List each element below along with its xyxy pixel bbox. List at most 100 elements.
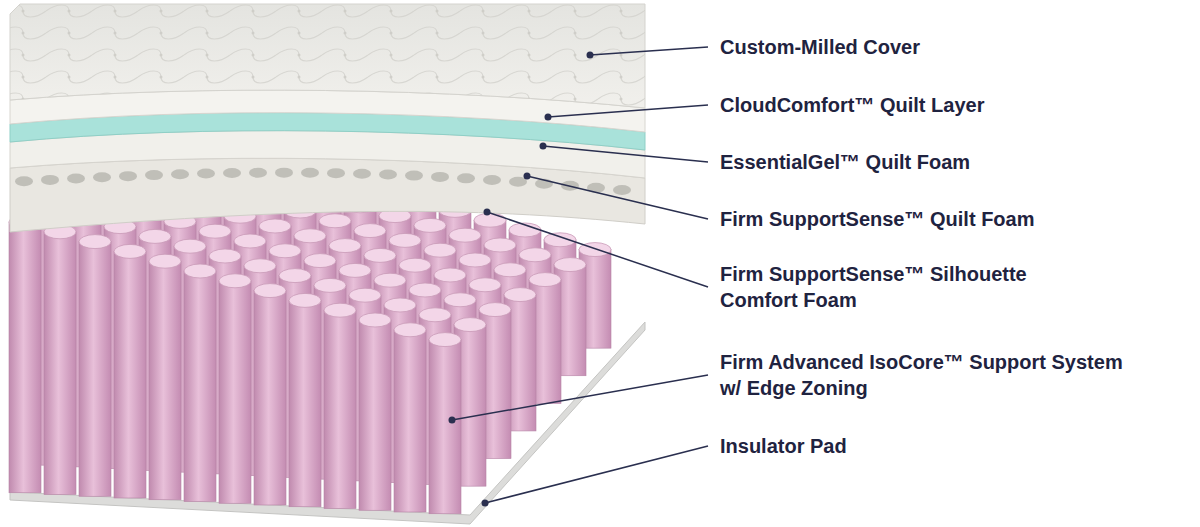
coil-top bbox=[244, 259, 276, 273]
foam-hollow bbox=[483, 175, 501, 185]
coil-body bbox=[219, 281, 251, 503]
coil-top bbox=[149, 254, 181, 268]
coil-top bbox=[449, 228, 481, 242]
cover-layer bbox=[10, 4, 645, 108]
coil-top bbox=[474, 213, 506, 227]
coil-top bbox=[409, 283, 441, 297]
foam-hollow bbox=[93, 172, 111, 182]
coil-top bbox=[234, 234, 266, 248]
part-label: CloudComfort™ Quilt Layer bbox=[720, 92, 1190, 118]
leader-dot bbox=[484, 209, 491, 216]
leader-dot bbox=[545, 114, 552, 121]
coil-spring bbox=[254, 284, 286, 505]
leader-dot bbox=[540, 143, 547, 150]
coil-top bbox=[419, 308, 451, 322]
coil-top bbox=[289, 293, 321, 307]
coil-top bbox=[139, 229, 171, 243]
coil-spring bbox=[114, 244, 146, 498]
coil-top bbox=[429, 333, 461, 347]
coil-top bbox=[414, 218, 446, 232]
coil-top bbox=[279, 269, 311, 283]
coil-top bbox=[459, 253, 491, 267]
coil-top bbox=[324, 303, 356, 317]
coil-top bbox=[529, 273, 561, 287]
coil-top bbox=[354, 224, 386, 238]
coil-body bbox=[9, 222, 41, 493]
coil-spring bbox=[359, 313, 391, 510]
leader-dot bbox=[587, 52, 594, 59]
foam-hollow bbox=[405, 171, 423, 181]
part-label: Custom-Milled Cover bbox=[720, 34, 1190, 60]
coil-body bbox=[254, 291, 286, 505]
foam-hollow bbox=[223, 168, 241, 178]
coil-body bbox=[44, 232, 76, 495]
coil-top bbox=[114, 244, 146, 258]
coil-top bbox=[364, 248, 396, 262]
coil-spring bbox=[219, 274, 251, 503]
coil-body bbox=[359, 320, 391, 510]
coil-spring bbox=[79, 235, 111, 497]
coil-top bbox=[434, 268, 466, 282]
coil-top bbox=[254, 284, 286, 298]
part-label: Firm Advanced IsoCore™ Support System w/… bbox=[720, 349, 1138, 401]
coil-top bbox=[479, 303, 511, 317]
coil-top bbox=[504, 288, 536, 302]
coil-top bbox=[329, 239, 361, 253]
coil-spring bbox=[394, 323, 426, 512]
coil-top bbox=[424, 243, 456, 257]
coil-spring bbox=[184, 264, 216, 502]
coil-top bbox=[394, 323, 426, 337]
coil-spring bbox=[324, 303, 356, 508]
foam-hollow bbox=[171, 169, 189, 179]
foam-hollow bbox=[197, 169, 215, 179]
foam-hollow bbox=[275, 168, 293, 178]
coil-spring bbox=[429, 333, 461, 514]
coil-top bbox=[209, 249, 241, 263]
leader-dots bbox=[449, 52, 594, 507]
coil-body bbox=[394, 330, 426, 512]
coil-top bbox=[314, 278, 346, 292]
coil-top bbox=[484, 238, 516, 252]
coil-body bbox=[289, 300, 321, 506]
part-label: Insulator Pad bbox=[720, 433, 1190, 459]
foam-hollow bbox=[327, 168, 345, 178]
foam-bumps bbox=[15, 168, 631, 195]
part-label: Firm SupportSense™ Silhouette Comfort Fo… bbox=[720, 261, 1060, 313]
coil-top bbox=[519, 248, 551, 262]
coil-body bbox=[79, 242, 111, 497]
foam-hollow bbox=[249, 168, 267, 178]
coil-top bbox=[359, 313, 391, 327]
leader-dot bbox=[482, 500, 489, 507]
foam-hollow bbox=[15, 176, 33, 186]
part-label: Firm SupportSense™ Quilt Foam bbox=[720, 206, 1190, 232]
coil-top bbox=[444, 293, 476, 307]
cover-quilting bbox=[10, 4, 645, 108]
foam-hollow bbox=[67, 174, 85, 184]
coil-top bbox=[319, 214, 351, 228]
foam-hollow bbox=[145, 170, 163, 180]
coil-top bbox=[259, 219, 291, 233]
foam-hollow bbox=[457, 173, 475, 183]
coil-top bbox=[554, 258, 586, 272]
coil-top bbox=[399, 258, 431, 272]
coil-top bbox=[269, 244, 301, 258]
coil-spring bbox=[9, 215, 41, 493]
coil-top bbox=[349, 288, 381, 302]
coil-top bbox=[374, 273, 406, 287]
leader-dot bbox=[449, 417, 456, 424]
coil-top bbox=[184, 264, 216, 278]
foam-hollow bbox=[119, 171, 137, 181]
foam-hollow bbox=[41, 175, 59, 185]
coil-top bbox=[199, 224, 231, 238]
foam-hollow bbox=[431, 172, 449, 182]
coil-spring bbox=[149, 254, 181, 500]
coil-top bbox=[339, 263, 371, 277]
coil-top bbox=[174, 239, 206, 253]
foam-hollow bbox=[353, 169, 371, 179]
coil-spring bbox=[44, 225, 76, 495]
part-label: EssentialGel™ Quilt Foam bbox=[720, 149, 1190, 175]
leader-line bbox=[548, 105, 708, 117]
coil-spring bbox=[289, 293, 321, 506]
foam-hollow bbox=[301, 168, 319, 178]
